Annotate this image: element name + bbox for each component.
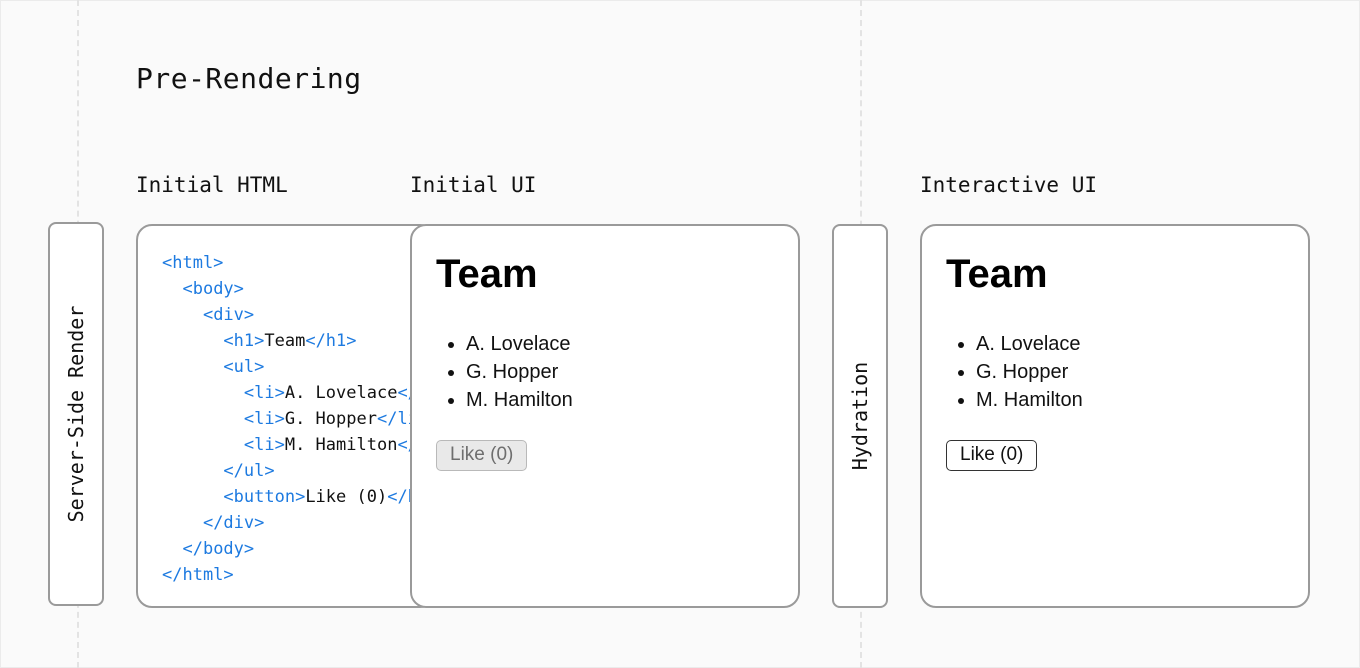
code-text: A. Lovelace [284,383,398,403]
code-tag: <html> [162,253,224,273]
code-line: <ul> [162,354,434,380]
step-hydration-label: Hydration [848,361,872,471]
label-initial-html: Initial HTML [136,173,288,197]
code-tag: <h1> [223,331,265,351]
list-item: A. Lovelace [466,330,573,358]
code-line: </body> [162,536,434,562]
code-line: <li>A. Lovelace</li> [162,380,434,406]
code-tag: </body> [182,539,255,559]
code-line: </div> [162,510,434,536]
list-item: M. Hamilton [466,386,573,414]
list-item: G. Hopper [976,358,1083,386]
code-tag: <div> [202,305,255,325]
code-tag: <button> [223,487,306,507]
like-button-disabled: Like (0) [436,440,528,471]
code-tag: <li> [243,383,285,403]
code-tag: </h1> [305,331,357,351]
code-tag: <li> [243,409,285,429]
code-line: </ul> [162,458,434,484]
code-tag: <li> [243,435,285,455]
code-text: Like (0) [305,487,388,507]
code-line: </html> [162,562,434,588]
code-tag: <ul> [223,357,265,377]
code-tag: </ul> [223,461,275,481]
interactive-ui-list: A. Lovelace G. Hopper M. Hamilton [946,330,1083,414]
list-item: A. Lovelace [976,330,1083,358]
step-server-side-render-label: Server-Side Render [64,305,88,523]
label-initial-ui: Initial UI [410,173,537,197]
code-line: <li>M. Hamilton</li> [162,432,434,458]
code-line: <body> [162,276,434,302]
code-text: M. Hamilton [284,435,398,455]
interactive-ui-card: Team A. Lovelace G. Hopper M. Hamilton L… [920,224,1310,608]
interactive-ui-heading: Team [946,252,1048,296]
code-text: Team [264,331,306,351]
step-server-side-render: Server-Side Render [48,222,104,606]
code-line: <button>Like (0)</button> [162,484,434,510]
list-item: G. Hopper [466,358,573,386]
initial-ui-list: A. Lovelace G. Hopper M. Hamilton [436,330,573,414]
like-button[interactable]: Like (0) [946,440,1038,471]
initial-ui-card: Team A. Lovelace G. Hopper M. Hamilton L… [410,224,800,608]
html-code-block: <html> <body> <div> <h1>Team</h1> <ul> <… [162,250,434,588]
code-line: <li>G. Hopper</li> [162,406,434,432]
initial-html-card: <html> <body> <div> <h1>Team</h1> <ul> <… [136,224,436,608]
code-line: <h1>Team</h1> [162,328,434,354]
code-line: <div> [162,302,434,328]
diagram-title: Pre-Rendering [136,62,362,95]
code-tag: </html> [162,565,234,585]
code-tag: </div> [202,513,265,533]
code-text: G. Hopper [284,409,377,429]
initial-ui-heading: Team [436,252,538,296]
code-tag: <body> [182,279,244,299]
label-interactive-ui: Interactive UI [920,173,1098,197]
list-item: M. Hamilton [976,386,1083,414]
code-line: <html> [162,250,434,276]
step-hydration: Hydration [832,224,888,608]
